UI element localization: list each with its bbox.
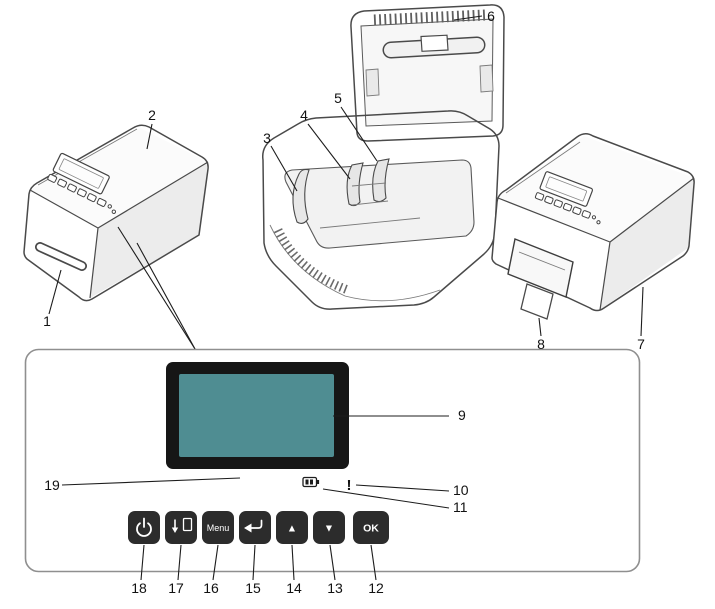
callout-19: 19	[44, 477, 241, 493]
top-cover	[30, 128, 208, 228]
top-cover-right	[498, 136, 694, 242]
callout-5: 5	[334, 90, 378, 162]
callout-3: 3	[263, 130, 298, 192]
projection-lines	[117, 226, 196, 350]
body-edges-right	[497, 177, 695, 311]
control-panel-detail: ! Menu	[24, 348, 641, 573]
svg-text:9: 9	[458, 407, 466, 423]
lid-arm-left	[365, 68, 380, 97]
svg-text:1: 1	[43, 313, 51, 329]
callout-14: 14	[286, 544, 302, 596]
svg-text:11: 11	[453, 499, 468, 515]
mini-display-screen-right	[545, 176, 587, 202]
callout-18: 18	[131, 544, 147, 596]
svg-text:18: 18	[131, 580, 147, 596]
svg-text:4: 4	[300, 107, 308, 123]
mini-control-panel-right	[534, 171, 601, 225]
feed-icon	[171, 517, 193, 533]
callout-11: 11	[322, 488, 468, 515]
up-button-label: ▲	[287, 523, 297, 535]
menu-button: Menu	[202, 511, 234, 544]
mini-indicator-right-1	[591, 215, 597, 220]
power-icon	[136, 517, 152, 537]
printer-front-view	[23, 124, 209, 302]
mini-control-panel	[47, 152, 117, 214]
output-slot	[35, 242, 87, 271]
printer-outline-right	[491, 133, 695, 312]
lcd-screen	[179, 374, 334, 457]
mini-display-screen	[58, 158, 104, 189]
battery-icon	[302, 476, 320, 488]
callout-6: 6	[453, 8, 495, 24]
svg-text:3: 3	[263, 130, 271, 146]
printer-open-view	[261, 4, 505, 310]
svg-text:2: 2	[148, 107, 156, 123]
svg-text:13: 13	[327, 580, 343, 596]
menu-button-label: Menu	[207, 523, 230, 533]
svg-text:8: 8	[537, 336, 545, 352]
platen-roller	[382, 34, 486, 59]
callout-1: 1	[43, 269, 62, 329]
svg-text:16: 16	[203, 580, 219, 596]
cover-seam-right	[505, 141, 581, 194]
svg-text:12: 12	[368, 580, 384, 596]
open-lid	[350, 4, 505, 142]
mini-indicator-2	[111, 209, 117, 214]
ok-button-label: OK	[363, 523, 379, 535]
lid-inner	[360, 18, 494, 127]
peeler-slot	[518, 251, 566, 271]
callouts: 1 2 3 4 5 6 7 8	[43, 8, 645, 596]
front-face	[24, 190, 98, 298]
down-button-label: ▼	[324, 523, 334, 535]
back-button	[239, 511, 271, 544]
down-button: ▼	[313, 511, 345, 544]
callout-2: 2	[146, 107, 156, 150]
callout-16: 16	[203, 544, 219, 596]
feed-button	[165, 511, 197, 544]
label-strip	[520, 283, 554, 320]
guide-rail	[319, 217, 421, 229]
callout-12: 12	[368, 544, 384, 596]
side-face-right	[600, 178, 694, 310]
lid-arm-right	[479, 64, 494, 93]
media-guide-inner	[346, 162, 364, 207]
guide-crossbars	[351, 182, 389, 206]
svg-text:19: 19	[44, 477, 60, 493]
svg-text:15: 15	[245, 580, 261, 596]
svg-text:5: 5	[334, 90, 342, 106]
callout-17: 17	[168, 544, 184, 596]
printer-peeler-view	[491, 133, 695, 320]
roll-compartment	[284, 159, 475, 249]
callout-8: 8	[537, 317, 545, 352]
up-button: ▲	[276, 511, 308, 544]
power-button	[128, 511, 160, 544]
ok-button: OK	[353, 511, 389, 544]
mini-indicator-1	[107, 204, 112, 209]
callout-7: 7	[637, 286, 645, 352]
callout-10: 10	[355, 482, 469, 498]
side-face	[90, 162, 208, 298]
callout-4: 4	[300, 107, 351, 180]
alert-icon: !	[347, 477, 352, 494]
svg-text:17: 17	[168, 580, 184, 596]
callout-15: 15	[245, 544, 261, 596]
svg-text:6: 6	[487, 8, 495, 24]
back-icon	[244, 519, 263, 533]
mini-buttons	[47, 173, 107, 207]
body-edges	[29, 161, 209, 299]
printer-base	[261, 110, 500, 310]
svg-text:14: 14	[286, 580, 302, 596]
callout-9: 9	[333, 407, 466, 423]
mini-indicator-right-2	[596, 220, 601, 225]
mini-buttons-right	[534, 192, 591, 219]
svg-text:10: 10	[453, 482, 469, 498]
svg-text:7: 7	[637, 336, 645, 352]
peeler-attachment	[507, 238, 574, 298]
callout-13: 13	[327, 544, 343, 596]
